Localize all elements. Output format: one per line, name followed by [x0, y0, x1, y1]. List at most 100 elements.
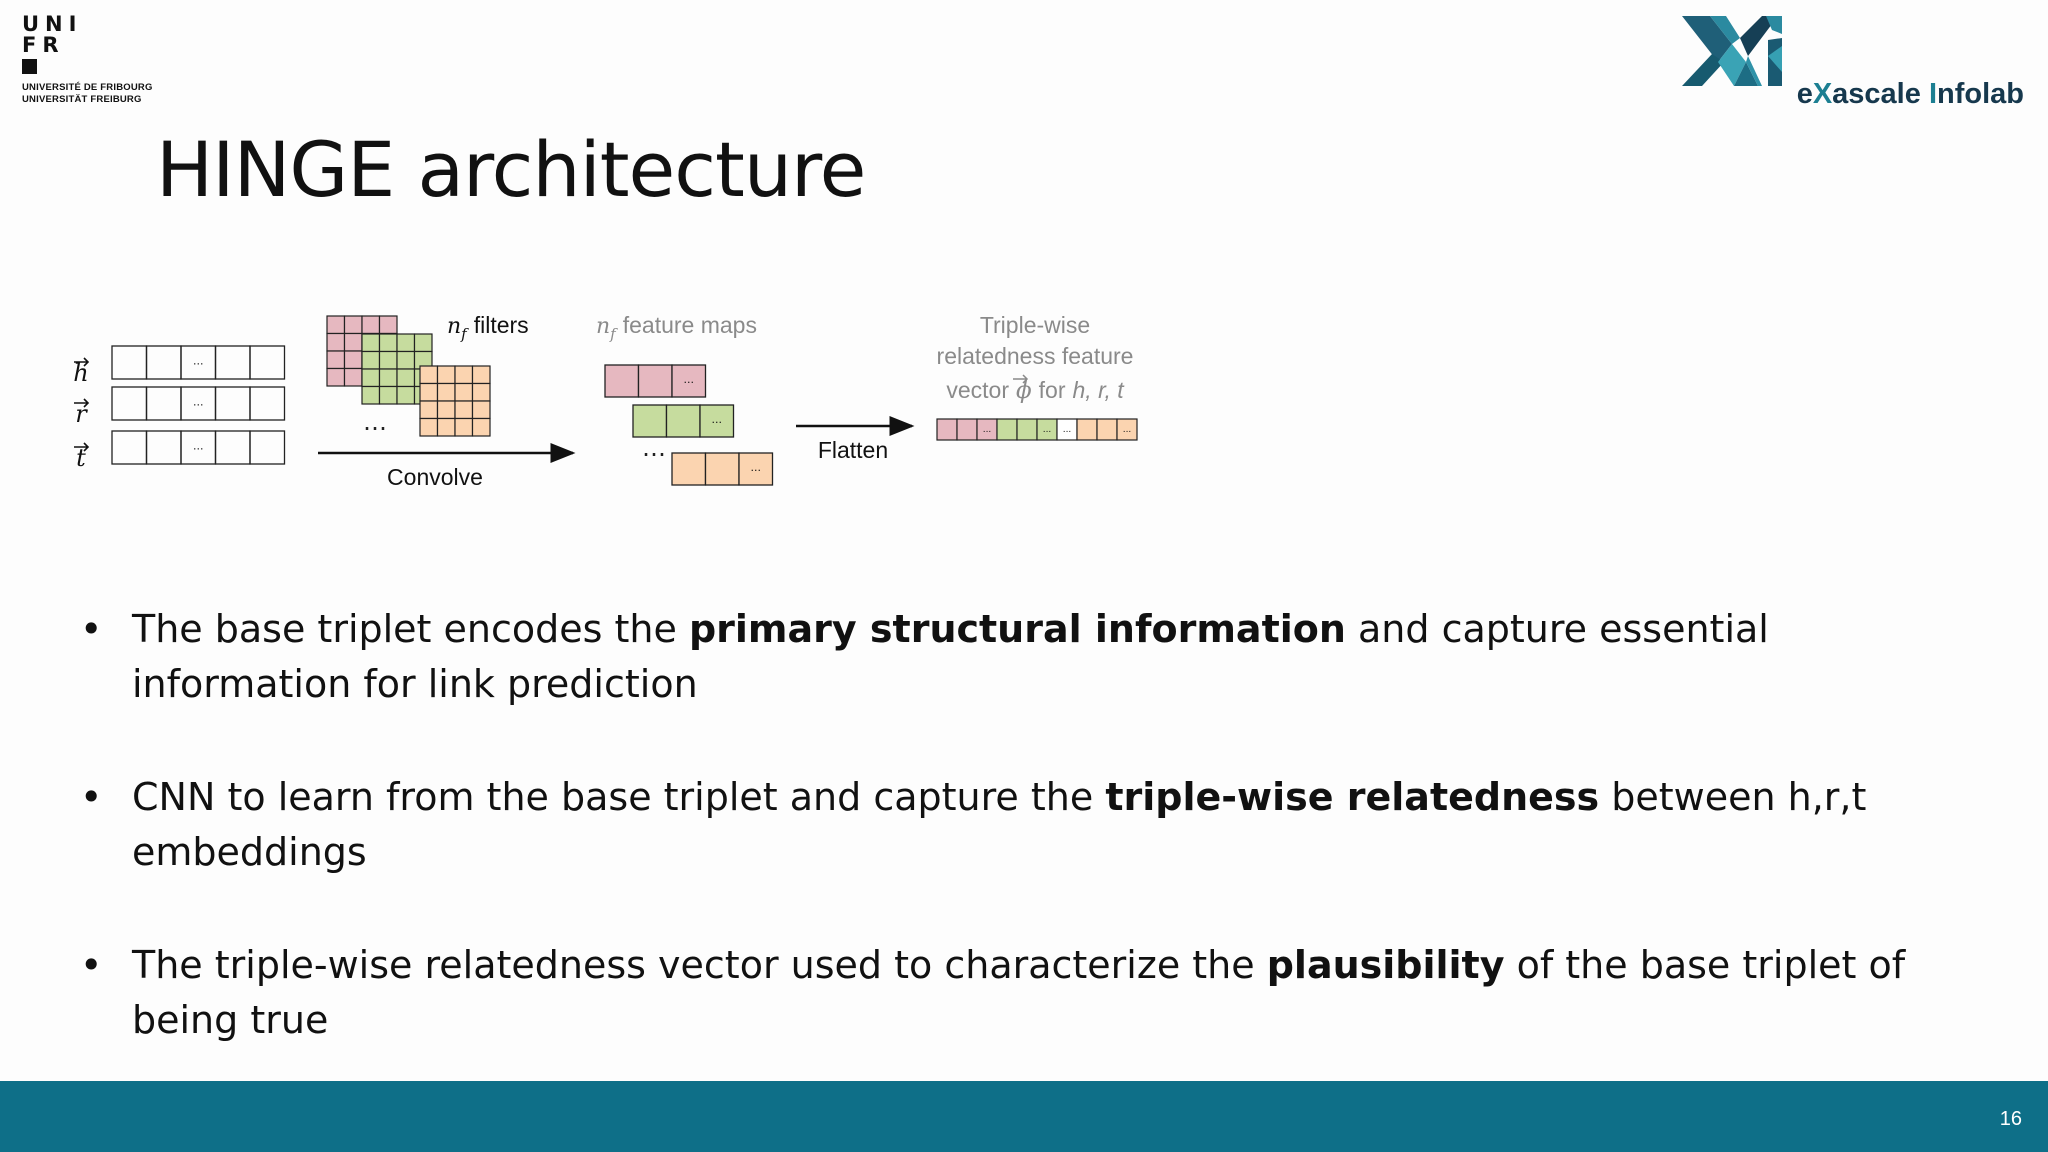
flattened-vector-cell — [996, 418, 1018, 441]
filter-green-cell — [378, 333, 398, 353]
filter-green-cell — [361, 333, 381, 353]
convolve-label: Convolve — [387, 464, 483, 490]
embedding-t-ellipsis: ... — [193, 440, 204, 453]
embedding-r-cell — [145, 386, 182, 421]
embedding-r-cell — [111, 386, 148, 421]
lab-name-e: e — [1796, 78, 1813, 110]
bullet-item: CNN to learn from the base triplet and c… — [80, 770, 1980, 880]
embedding-t-cell — [249, 430, 286, 465]
flattened-vector-cell — [1016, 418, 1038, 441]
filter-peach-cell — [471, 400, 491, 420]
filter-pink-cell — [343, 350, 363, 370]
embedding-rows: ......... — [111, 345, 286, 465]
flattened-vector-cell — [1096, 418, 1118, 441]
phi-arrow-icon — [1013, 374, 1029, 384]
footer-bar: 16 — [0, 1081, 2048, 1152]
lab-name-i: I — [1928, 78, 1937, 110]
logo-line-1: UNI — [22, 12, 83, 36]
filter-green-cell — [361, 350, 381, 370]
logo-line-2: FR — [22, 33, 65, 57]
filter-pink-cell — [343, 332, 363, 352]
logo-square-icon — [22, 59, 37, 74]
feature-map-green-cell — [632, 404, 668, 438]
filter-pink-cell — [343, 315, 363, 335]
filter-pink-cell — [326, 350, 346, 370]
filter-peach-cell — [436, 365, 456, 385]
flattened-vector-ellipsis: ... — [983, 425, 992, 435]
feature-map-pink-ellipsis: ... — [684, 373, 695, 386]
flattened-vector-cell — [956, 418, 978, 441]
university-logo: UNI FR UNIVERSITÉ DE FRIBOURG UNIVERSITÄ… — [22, 14, 153, 106]
filter-pink-cell — [343, 367, 363, 387]
filter-green-cell — [378, 368, 398, 388]
university-name-de: UNIVERSITÄT FREIBURG — [22, 94, 142, 105]
embedding-r-ellipsis: ... — [193, 396, 204, 409]
feature-map-peach-cell — [671, 452, 707, 486]
filters-stack — [326, 315, 491, 437]
filter-peach-cell — [419, 365, 439, 385]
embedding-h-cell — [249, 345, 286, 380]
filter-green-cell — [413, 333, 433, 353]
filter-pink-cell — [378, 315, 398, 335]
page-number: 16 — [1999, 1108, 2022, 1130]
feature-map-pink-cell — [671, 364, 707, 398]
feature-maps: ......... — [604, 364, 774, 486]
embedding-r-cell — [214, 386, 251, 421]
filter-green-cell — [361, 368, 381, 388]
filter-peach-cell — [454, 417, 474, 437]
feature-map-pink-cell — [637, 364, 673, 398]
feature-map-peach-ellipsis: ... — [751, 461, 762, 474]
filter-pink-cell — [326, 332, 346, 352]
filter-peach-cell — [436, 400, 456, 420]
embedding-t-cell — [111, 430, 148, 465]
flattened-vector-ellipsis: ... — [1043, 425, 1052, 435]
bullet-list: The base triplet encodes the primary str… — [80, 602, 1980, 1106]
embedding-h-cell — [214, 345, 251, 380]
embedding-r-cell — [249, 386, 286, 421]
feature-map-green-cell — [699, 404, 735, 438]
feature-map-peach-cell — [738, 452, 774, 486]
filter-green-cell — [361, 385, 381, 405]
filters-dots: … — [363, 408, 387, 436]
embedding-h-cell — [145, 345, 182, 380]
feature-map-peach-cell — [704, 452, 740, 486]
embedding-t-cell — [145, 430, 182, 465]
slide-title: HINGE architecture — [156, 125, 866, 214]
bullet-item: The base triplet encodes the primary str… — [80, 602, 1980, 712]
filter-green-cell — [396, 333, 416, 353]
triple-label-line2: relatedness feature — [937, 343, 1134, 369]
filter-pink-cell — [326, 315, 346, 335]
filter-peach-cell — [436, 417, 456, 437]
xi-logo-icon — [1682, 16, 1782, 86]
feature-maps-dots: … — [642, 434, 666, 462]
flattened-vector-cell — [1076, 418, 1098, 441]
filter-pink-cell — [361, 315, 381, 335]
filter-peach-cell — [454, 382, 474, 402]
lab-name-nfolab: nfolab — [1937, 78, 2024, 110]
input-label-t: t — [76, 444, 86, 472]
filter-pink-cell — [326, 367, 346, 387]
filter-peach-cell — [471, 382, 491, 402]
filter-peach-cell — [454, 400, 474, 420]
university-name-fr: UNIVERSITÉ DE FRIBOURG — [22, 82, 153, 93]
embedding-t-cell — [214, 430, 251, 465]
filter-green-cell — [396, 350, 416, 370]
flattened-vector-cell — [1116, 418, 1138, 441]
lab-name-x: X — [1812, 78, 1833, 110]
filter-green-cell — [396, 385, 416, 405]
filter-green-cell — [378, 385, 398, 405]
vector-arrow-icons — [74, 357, 90, 452]
embedding-h-cell — [111, 345, 148, 380]
flattened-vector-ellipsis: ... — [1123, 425, 1132, 435]
flatten-label: Flatten — [818, 437, 888, 463]
feature-map-green-cell — [665, 404, 701, 438]
filter-peach-cell — [419, 417, 439, 437]
filter-peach-cell — [419, 382, 439, 402]
feature-map-green-ellipsis: ... — [712, 413, 723, 426]
bullet-item: The triple-wise relatedness vector used … — [80, 938, 1980, 1048]
input-embeddings: h r t ......... — [73, 345, 286, 472]
